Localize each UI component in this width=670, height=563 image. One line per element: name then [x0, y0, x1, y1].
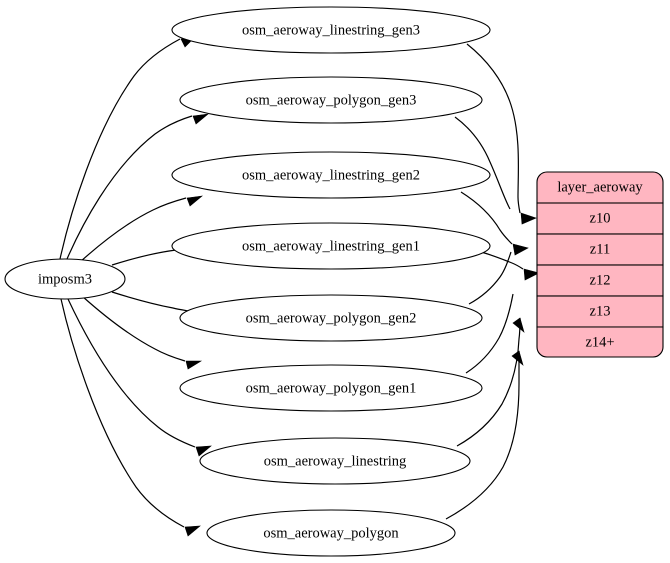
osm-aeroway-polygon-gen1-label: osm_aeroway_polygon_gen1 [246, 380, 417, 396]
arrowhead-z11 [512, 243, 529, 256]
osm-aeroway-linestring-gen3-ellipse[interactable] [171, 6, 491, 54]
arrowhead-polygon-gen3 [192, 113, 209, 125]
edge-polygon-gen2-to-z11 [468, 251, 512, 305]
layer-aeroway-row-z10-label: z10 [590, 210, 611, 226]
edge-polygon-gen3-to-z10 [454, 116, 511, 210]
osm-aeroway-linestring-gen1-ellipse[interactable] [171, 222, 491, 270]
arrowhead-z13 [512, 317, 525, 333]
osm-aeroway-polygon-ellipse[interactable] [206, 509, 456, 557]
node-osm-aeroway-polygon-gen2[interactable]: osm_aeroway_polygon_gen2 [179, 294, 483, 342]
osm-aeroway-polygon-gen3-ellipse[interactable] [179, 76, 483, 124]
arrowhead-z12 [523, 268, 540, 281]
osm-aeroway-polygon-gen2-ellipse[interactable] [179, 294, 483, 342]
arrowhead-polygon [184, 525, 201, 537]
osm-aeroway-linestring-gen2-label: osm_aeroway_linestring_gen2 [242, 167, 420, 183]
layer-aeroway-row-z13-label: z13 [590, 303, 611, 319]
node-osm-aeroway-polygon-gen3[interactable]: osm_aeroway_polygon_gen3 [179, 76, 483, 124]
node-osm-aeroway-linestring-gen1[interactable]: osm_aeroway_linestring_gen1 [171, 222, 491, 270]
node-osm-aeroway-linestring[interactable]: osm_aeroway_linestring [199, 437, 471, 485]
osm-aeroway-linestring-gen2-ellipse[interactable] [171, 151, 491, 199]
layer-aeroway-row-z12-label: z12 [590, 272, 611, 288]
osm-aeroway-polygon-label: osm_aeroway_polygon [263, 525, 399, 541]
edge-imposm3-to-polygon [60, 298, 185, 528]
arrowhead-z10 [520, 212, 537, 225]
edge-linestring-gen2-to-z11 [460, 191, 513, 245]
edge-polygon-to-z14 [445, 351, 520, 520]
arrowhead-z14 [511, 350, 524, 366]
edge-imposm3-to-polygon-gen1 [81, 295, 186, 362]
osm-aeroway-linestring-gen1-label: osm_aeroway_linestring_gen1 [242, 238, 420, 254]
edges-group [59, 38, 524, 528]
edge-linestring-gen3-to-z10 [466, 43, 521, 214]
node-osm-aeroway-linestring-gen3[interactable]: osm_aeroway_linestring_gen3 [171, 6, 491, 54]
edge-polygon-gen1-to-z12 [465, 293, 514, 374]
layer-aeroway-row-z14-cell[interactable] [536, 326, 664, 358]
edge-imposm3-to-polygon-gen2 [111, 291, 200, 314]
layer-aeroway-header-label: layer_aeroway [557, 179, 643, 195]
edge-imposm3-to-polygon-gen3 [66, 115, 193, 260]
edge-imposm3-to-linestring [67, 298, 196, 448]
arrowhead-linestring [195, 445, 212, 457]
imposm3-label: imposm3 [38, 271, 92, 287]
node-osm-aeroway-polygon[interactable]: osm_aeroway_polygon [206, 509, 456, 557]
node-layer-aeroway-table[interactable]: layer_aeroway z10 z11 z12 z13 z14+ [536, 171, 664, 358]
osm-aeroway-polygon-gen2-label: osm_aeroway_polygon_gen2 [246, 310, 417, 326]
node-osm-aeroway-polygon-gen1[interactable]: osm_aeroway_polygon_gen1 [179, 364, 483, 412]
layer-aeroway-row-z11-cell[interactable] [536, 233, 664, 266]
layer-aeroway-row-z10-cell[interactable] [536, 202, 664, 235]
layer-aeroway-row-z11-label: z11 [590, 241, 610, 257]
edge-imposm3-to-linestring-gen3 [59, 38, 181, 260]
node-osm-aeroway-linestring-gen2[interactable]: osm_aeroway_linestring_gen2 [171, 151, 491, 199]
osm-aeroway-polygon-gen3-label: osm_aeroway_polygon_gen3 [246, 92, 417, 108]
osm-aeroway-linestring-gen3-label: osm_aeroway_linestring_gen3 [242, 22, 420, 38]
edge-imposm3-to-linestring-gen2 [79, 197, 187, 263]
layer-aeroway-row-z12-cell[interactable] [536, 264, 664, 297]
layer-aeroway-row-z14-label: z14+ [585, 334, 614, 350]
imposm3-ellipse[interactable] [4, 258, 126, 300]
osm-aeroway-polygon-gen1-ellipse[interactable] [179, 364, 483, 412]
osm-aeroway-linestring-ellipse[interactable] [199, 437, 471, 485]
osm-aeroway-linestring-label: osm_aeroway_linestring [264, 453, 407, 469]
layer-aeroway-row-z13-cell[interactable] [536, 295, 664, 328]
arrowhead-linestring-gen2 [186, 195, 203, 207]
edge-linestring-gen1-to-z12 [480, 251, 524, 270]
node-imposm3[interactable]: imposm3 [4, 258, 126, 300]
arrowhead-polygon-gen1 [185, 360, 203, 370]
